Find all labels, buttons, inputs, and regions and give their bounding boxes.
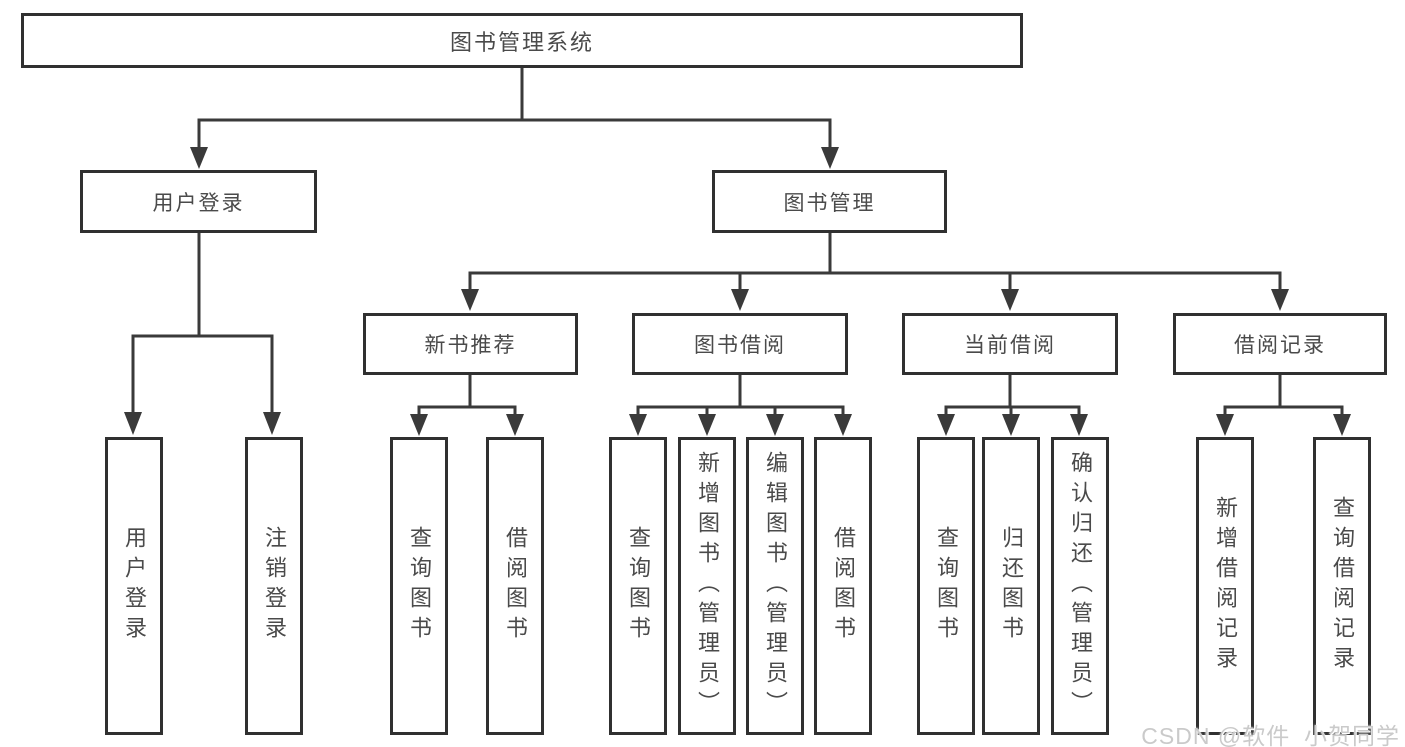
- node-root: 图书管理系统: [21, 13, 1023, 68]
- leaf-return-book-label: 归还图书: [999, 526, 1024, 646]
- node-new-book-recommend: 新书推荐: [363, 313, 578, 375]
- leaf-add-book-admin: 新增图书（管理员）: [678, 437, 736, 735]
- leaf-edit-book-admin: 编辑图书（管理员）: [746, 437, 804, 735]
- leaf-logout-login: 注销登录: [245, 437, 303, 735]
- leaf-borrow-book-borrow-label: 借阅图书: [831, 526, 856, 646]
- leaf-query-borrow-record-label: 查询借阅记录: [1330, 496, 1355, 676]
- leaf-edit-book-admin-label: 编辑图书（管理员）: [763, 451, 788, 721]
- node-borrow-record-label: 借阅记录: [1234, 334, 1326, 357]
- node-current-borrow-label: 当前借阅: [964, 334, 1056, 357]
- leaf-query-borrow-record: 查询借阅记录: [1313, 437, 1371, 735]
- leaf-query-book-current-label: 查询图书: [934, 526, 959, 646]
- node-book-borrow-label: 图书借阅: [694, 334, 786, 357]
- node-user-login: 用户登录: [80, 170, 317, 233]
- leaf-return-book: 归还图书: [982, 437, 1040, 735]
- node-root-label: 图书管理系统: [449, 29, 594, 55]
- leaf-user-login: 用户登录: [105, 437, 163, 735]
- leaf-add-book-admin-label: 新增图书（管理员）: [695, 451, 720, 721]
- leaf-query-book-current: 查询图书: [917, 437, 975, 735]
- node-book-management-label: 图书管理: [783, 191, 876, 215]
- watermark-text: CSDN @软件_小贺同学: [1141, 723, 1400, 747]
- leaf-borrow-book-borrow: 借阅图书: [814, 437, 872, 735]
- node-new-book-recommend-label: 新书推荐: [424, 334, 517, 357]
- leaf-query-book-newbook: 查询图书: [390, 437, 448, 735]
- leaf-logout-login-label: 注销登录: [262, 526, 287, 646]
- leaf-query-book-newbook-label: 查询图书: [407, 526, 432, 646]
- node-book-borrow: 图书借阅: [632, 313, 848, 375]
- leaf-confirm-return-admin: 确认归还（管理员）: [1051, 437, 1109, 735]
- leaf-user-login-label: 用户登录: [122, 526, 147, 646]
- leaf-query-book-borrow: 查询图书: [609, 437, 667, 735]
- node-book-management: 图书管理: [712, 170, 947, 233]
- leaf-add-borrow-record: 新增借阅记录: [1196, 437, 1254, 735]
- leaf-add-borrow-record-label: 新增借阅记录: [1213, 496, 1238, 676]
- leaf-borrow-book-newbook-label: 借阅图书: [503, 526, 528, 646]
- leaf-confirm-return-admin-label: 确认归还（管理员）: [1068, 451, 1093, 721]
- node-user-login-label: 用户登录: [152, 191, 245, 215]
- leaf-query-book-borrow-label: 查询图书: [626, 526, 651, 646]
- leaf-borrow-book-newbook: 借阅图书: [486, 437, 544, 735]
- node-borrow-record: 借阅记录: [1173, 313, 1387, 375]
- node-current-borrow: 当前借阅: [902, 313, 1118, 375]
